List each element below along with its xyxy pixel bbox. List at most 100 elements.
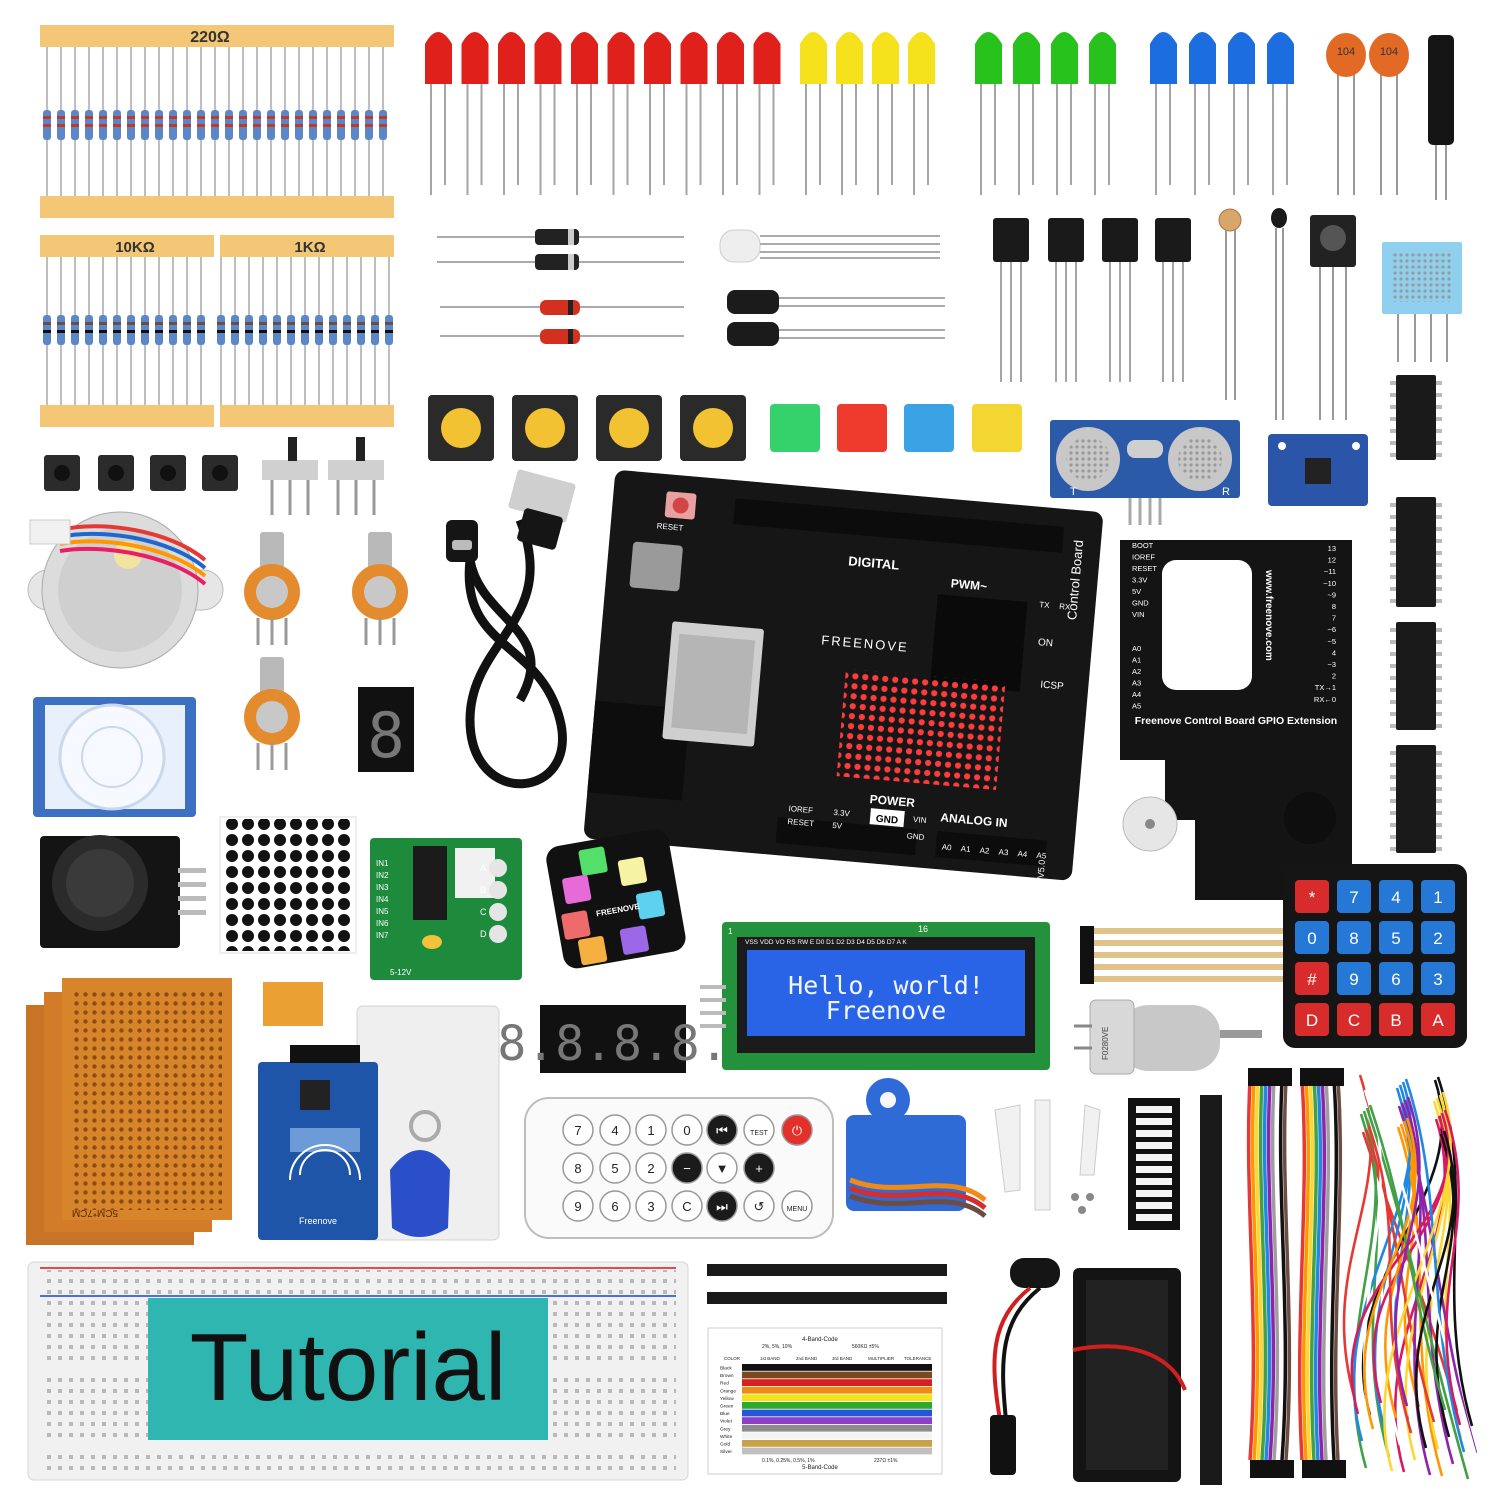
jumper-wire xyxy=(1384,1120,1416,1419)
led xyxy=(534,32,562,84)
dip-pin xyxy=(1436,453,1442,457)
remote-button xyxy=(562,1190,594,1222)
resistor-value-10k: 10KΩ xyxy=(115,239,155,256)
card-color-swatch xyxy=(742,1409,932,1417)
dip-pin xyxy=(1390,676,1396,680)
resistor-band xyxy=(351,116,359,119)
resistor-leads-220 xyxy=(43,47,387,196)
card-color-swatch xyxy=(742,1394,932,1402)
card-color-swatch xyxy=(742,1440,932,1447)
power-pin-vin: VIN xyxy=(913,815,927,825)
potentiometer-shaft xyxy=(368,532,392,570)
gpio-right-pin: 12 xyxy=(1328,556,1336,565)
power-gnd-label: GND xyxy=(875,814,898,827)
resistor-band xyxy=(85,116,93,119)
dip-pin xyxy=(1390,847,1396,851)
dip-pin xyxy=(1390,700,1396,704)
keypad-key-label: 5 xyxy=(1391,929,1400,948)
analog-pin-a0: A0 xyxy=(941,843,952,853)
resistor-band xyxy=(43,124,51,127)
dip-pin xyxy=(1436,664,1442,668)
remote-button xyxy=(599,1152,631,1184)
resistor-band xyxy=(309,124,317,127)
dip-pin xyxy=(1436,835,1442,839)
bar-segment xyxy=(1136,1178,1172,1185)
keypad-key xyxy=(1379,880,1413,913)
gpio-left-pin: A3 xyxy=(1132,679,1141,688)
resistor-band xyxy=(259,322,267,325)
dupont-cables-b xyxy=(1297,1068,1346,1478)
resistor-band xyxy=(287,322,295,325)
keypad-key xyxy=(1337,962,1371,995)
card-top-left: 2%, 5%, 10% xyxy=(762,1344,793,1350)
resistor-value-1k: 1KΩ xyxy=(294,239,325,256)
led-matrix-8x8 xyxy=(219,816,357,954)
jumper-wire xyxy=(1415,1130,1455,1449)
resistor-band xyxy=(113,330,121,333)
resistor-band xyxy=(99,116,107,119)
dip-pin xyxy=(1436,676,1442,680)
dupont-wire xyxy=(1266,1079,1276,1461)
keypad-key xyxy=(1421,880,1455,913)
resistor-band xyxy=(43,322,51,325)
led xyxy=(872,32,899,84)
gpio-left-pin: 3.3V xyxy=(1132,576,1147,585)
dip-pin xyxy=(1390,393,1396,397)
resistor-band xyxy=(281,116,289,119)
remote-button-label: ↺ xyxy=(754,1199,765,1214)
zener-diode xyxy=(440,300,684,315)
gpio-left-pin: BOOT xyxy=(1132,541,1154,550)
resistor-band xyxy=(197,116,205,119)
led xyxy=(644,32,671,84)
dip-ic xyxy=(1396,497,1436,607)
dip-pin xyxy=(1436,763,1442,767)
gpio-right-pin: RX←0 xyxy=(1314,695,1336,704)
resistor-band xyxy=(43,330,51,333)
dip-pin xyxy=(1436,441,1442,445)
resistor-band xyxy=(371,322,379,325)
button-cap-blue xyxy=(904,404,954,452)
remote-button-label: 6 xyxy=(611,1199,618,1214)
resistor-band xyxy=(231,330,239,333)
dupont-wire xyxy=(1309,1079,1319,1461)
remote-button-label: MENU xyxy=(787,1206,808,1213)
remote-button xyxy=(743,1190,775,1222)
gpio-left-pin: GND xyxy=(1132,599,1149,608)
jumper-wire xyxy=(1368,1104,1447,1411)
dip-pin xyxy=(1436,712,1442,716)
tutorial-label: Tutorial xyxy=(190,1314,507,1421)
dip-pin xyxy=(1390,775,1396,779)
jumper-wire xyxy=(1383,1091,1452,1472)
resistor-band xyxy=(85,330,93,333)
rectifier-diode xyxy=(437,254,684,270)
ultrasonic-sensor: T R xyxy=(1050,420,1240,525)
zener-diode xyxy=(440,329,684,344)
resistor-band xyxy=(379,116,387,119)
dupont-head xyxy=(1302,1460,1346,1478)
led xyxy=(1228,32,1255,84)
dupont-wire xyxy=(1262,1079,1272,1461)
keypad-key-label: 1 xyxy=(1433,888,1442,907)
remote-button xyxy=(599,1190,631,1222)
usb-c-cable xyxy=(446,469,576,789)
resistor-band xyxy=(85,124,93,127)
servo-horn-set xyxy=(994,1099,1101,1214)
resistor-band xyxy=(225,124,233,127)
rfid-key-fob xyxy=(390,1110,450,1237)
remote-button xyxy=(706,1114,738,1146)
remote-button-label: ▼ xyxy=(716,1161,729,1176)
dip-pin xyxy=(1436,847,1442,851)
dip-pin xyxy=(1436,575,1442,579)
keypad-key xyxy=(1337,880,1371,913)
dip-pin xyxy=(1390,751,1396,755)
jumper-wire xyxy=(1363,1117,1417,1430)
dip-pin xyxy=(1436,429,1442,433)
four-digit-display: 8.8.8.8. xyxy=(497,1016,728,1072)
resistor-band xyxy=(253,124,261,127)
remote-button xyxy=(562,1152,594,1184)
dip-pin xyxy=(1390,811,1396,815)
